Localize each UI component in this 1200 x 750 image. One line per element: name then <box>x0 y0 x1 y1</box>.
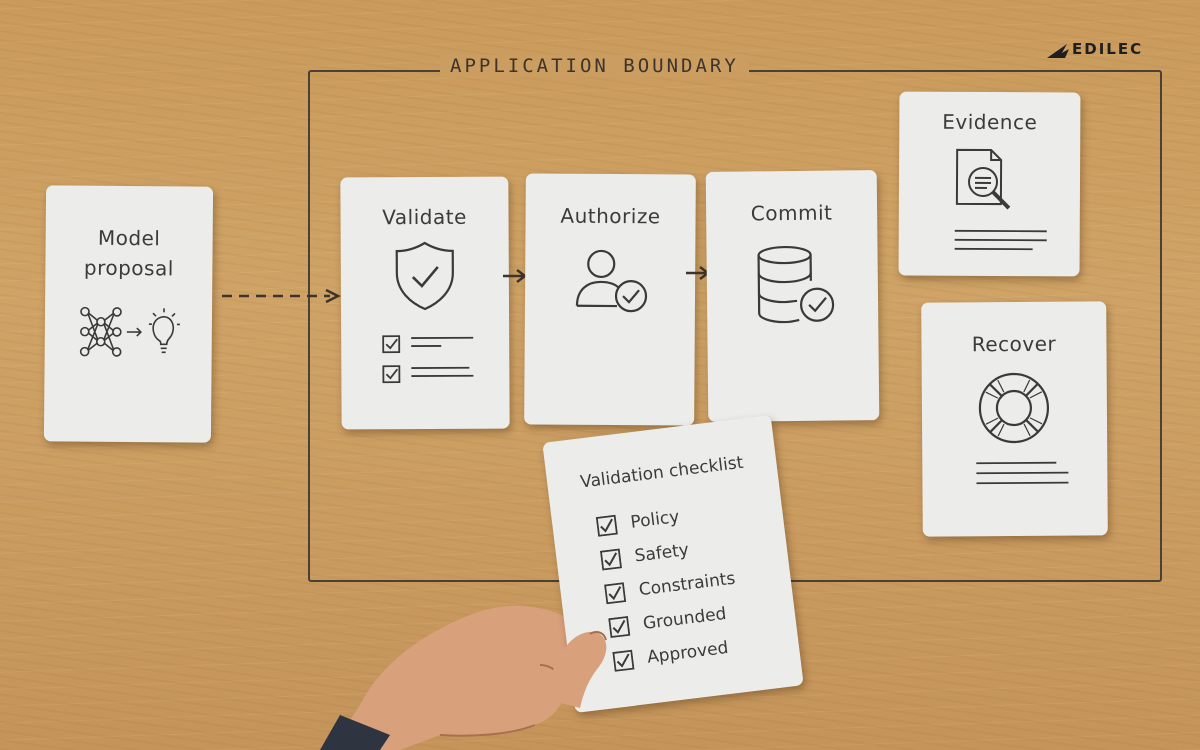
checkbox-checked-icon <box>608 615 631 639</box>
checklist-item: Policy <box>595 506 681 537</box>
checklist-item: Grounded <box>608 603 728 639</box>
database-check-icon <box>757 245 835 324</box>
card-validate: Validate <box>340 176 510 430</box>
recover-title: Recover <box>971 331 1057 357</box>
thumb-illustration <box>549 631 607 708</box>
checkbox-checked-icon <box>612 649 635 672</box>
validate-title: Validate <box>382 204 467 230</box>
document-search-icon <box>955 148 1011 210</box>
checklist-item: Approved <box>612 638 729 672</box>
model-proposal-title-line2: proposal <box>83 255 174 281</box>
checklist-item-label: Policy <box>629 506 681 533</box>
hand-illustration <box>320 605 606 750</box>
card-evidence: Evidence <box>898 91 1081 277</box>
commit-title: Commit <box>750 200 833 226</box>
brand-logo-icon <box>1047 44 1069 58</box>
checklist-item-label: Constraints <box>637 568 737 601</box>
card-authorize: Authorize <box>524 173 696 426</box>
boundary-label: APPLICATION BOUNDARY <box>440 55 749 77</box>
evidence-text-lines-icon <box>954 229 1047 251</box>
checklist-item-label: Safety <box>633 540 691 567</box>
checklist-item: Safety <box>599 540 691 571</box>
shield-check-icon <box>395 241 454 311</box>
dashed-arrow-to-validate <box>222 288 341 304</box>
checklist-title: Validation checklist <box>579 452 745 493</box>
authorize-title: Authorize <box>560 203 661 229</box>
checkbox-checked-icon <box>604 582 627 605</box>
checklist-lines-icon <box>382 335 474 384</box>
card-model-proposal: Model proposal <box>43 185 214 443</box>
brand-name: EDILEC <box>1072 40 1144 58</box>
checkbox-checked-icon <box>599 548 623 571</box>
checkbox-checked-icon <box>595 514 618 537</box>
checklist-item: Constraints <box>604 569 736 605</box>
model-proposal-title-line1: Model <box>97 225 161 251</box>
evidence-title: Evidence <box>942 109 1038 135</box>
user-check-icon <box>575 249 648 313</box>
neural-network-to-lightbulb-icon <box>79 306 180 357</box>
card-commit: Commit <box>705 170 880 422</box>
checklist-item-label: Approved <box>646 637 730 668</box>
checklist-item-label: Grounded <box>641 603 728 635</box>
card-recover: Recover <box>921 301 1108 537</box>
lifebuoy-icon <box>978 372 1050 444</box>
card-validation-checklist: Validation checklist Policy Safety Const… <box>542 414 804 714</box>
recover-text-lines-icon <box>976 461 1069 485</box>
